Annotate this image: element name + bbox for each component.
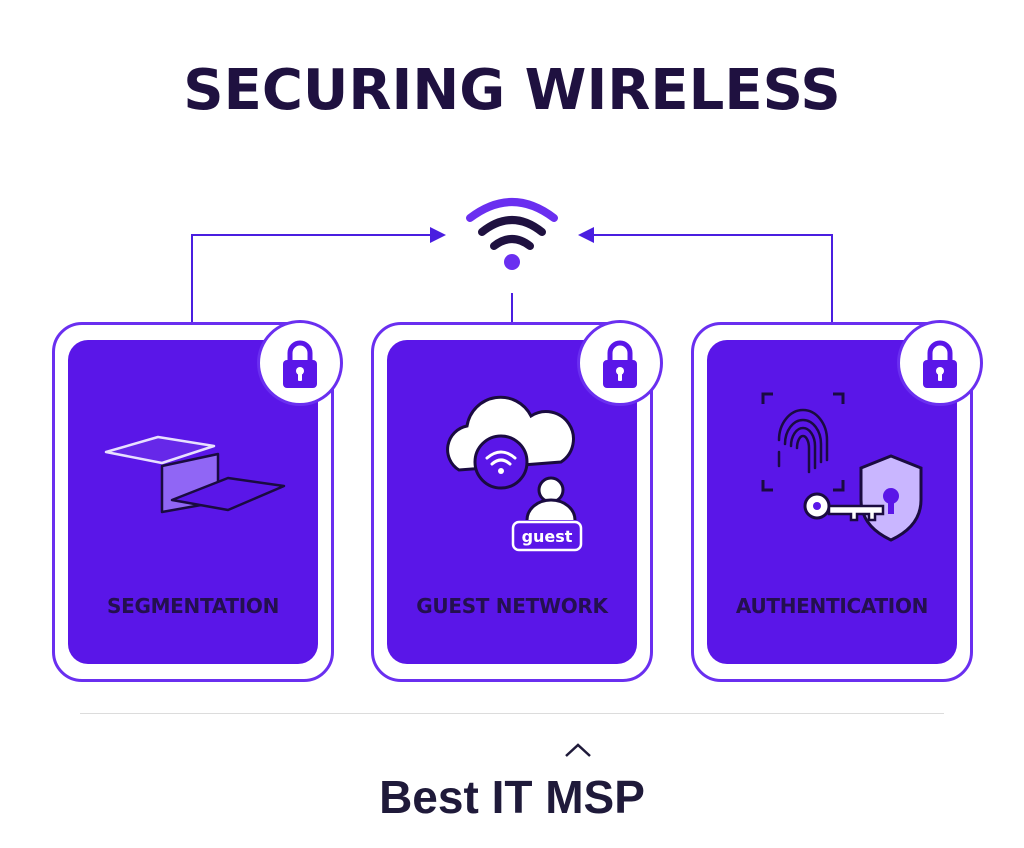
segmentation-layers-icon <box>104 435 286 514</box>
card-label: GUEST NETWORK <box>416 594 608 618</box>
caret-icon <box>565 743 591 757</box>
divider <box>80 713 944 714</box>
lock-icon <box>603 340 637 388</box>
arrow-right-icon <box>430 227 446 243</box>
lock-badge <box>257 320 343 406</box>
card-label: SEGMENTATION <box>106 594 280 618</box>
wifi-icon <box>466 198 558 250</box>
cloud-wifi-guest-icon: guest <box>446 395 583 552</box>
lock-badge <box>897 320 983 406</box>
card-panel: SEGMENTATION <box>68 340 318 664</box>
brand-logo-text: Best IT MSP <box>379 771 645 823</box>
lock-badge <box>577 320 663 406</box>
card-panel: AUTHENTICATION <box>707 340 957 664</box>
card-authentication[interactable]: AUTHENTICATION <box>691 322 973 682</box>
arrow-left-icon <box>578 227 594 243</box>
fingerprint-key-shield-icon <box>761 392 923 542</box>
lock-icon <box>283 340 317 388</box>
guest-badge: guest <box>522 527 573 546</box>
lock-icon <box>923 340 957 388</box>
card-label: AUTHENTICATION <box>735 594 929 618</box>
page-title: SECURING WIRELESS <box>183 58 841 123</box>
